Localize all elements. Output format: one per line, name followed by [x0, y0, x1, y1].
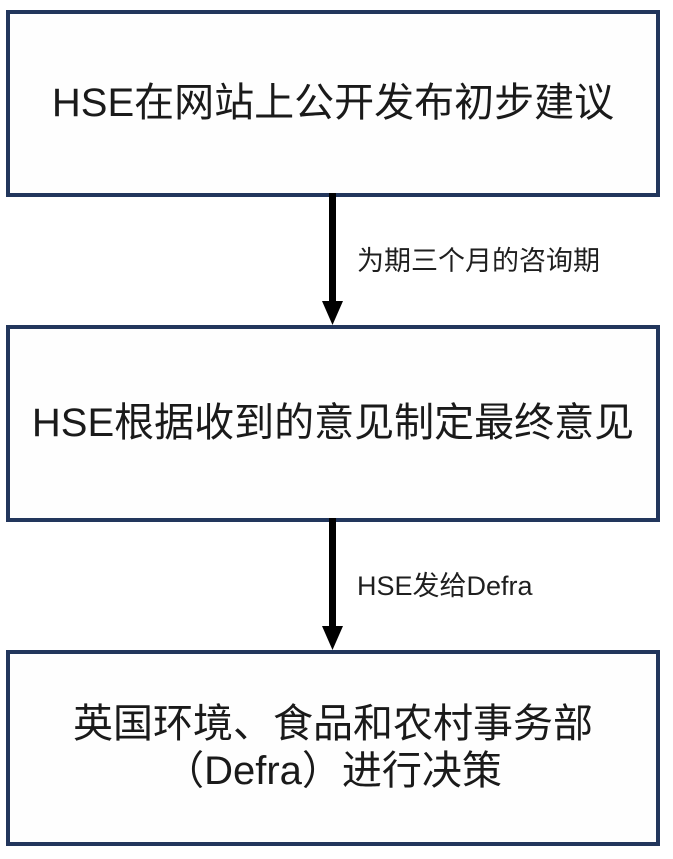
connector-node1-node2: [0, 193, 673, 329]
connector-label-consultation-period: 为期三个月的咨询期: [357, 246, 600, 276]
process-box-defra-decision[interactable]: 英国环境、食品和农村事务部 （Defra）进行决策: [6, 650, 660, 846]
down-arrow-icon: [322, 518, 343, 650]
process-box-hse-final-opinion[interactable]: HSE根据收到的意见制定最终意见: [6, 325, 660, 522]
process-box-label: 英国环境、食品和农村事务部 （Defra）进行决策: [73, 701, 593, 793]
connector-label-hse-sends-defra: HSE发给Defra: [357, 571, 533, 601]
connector-node2-node3: [0, 518, 673, 654]
process-box-label: HSE在网站上公开发布初步建议: [51, 80, 615, 125]
process-box-label: HSE根据收到的意见制定最终意见: [31, 400, 635, 445]
down-arrow-icon: [322, 193, 343, 325]
process-box-hse-publish[interactable]: HSE在网站上公开发布初步建议: [6, 10, 660, 197]
